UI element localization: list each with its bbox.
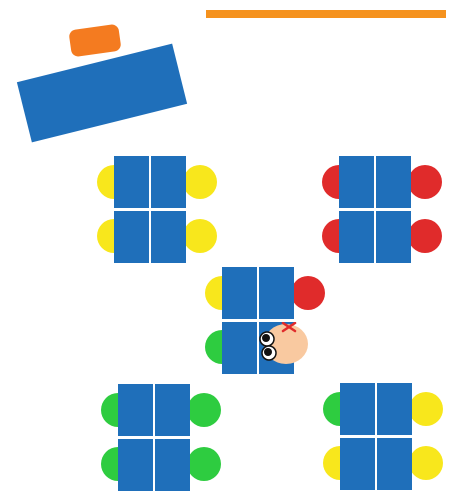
seat-yellow[interactable] bbox=[183, 165, 217, 199]
desk[interactable] bbox=[377, 383, 412, 435]
teacher-desk[interactable] bbox=[17, 44, 187, 143]
desk-group-bottom-left bbox=[101, 383, 221, 493]
seat-yellow[interactable] bbox=[409, 392, 443, 426]
desk[interactable] bbox=[340, 383, 375, 435]
desk[interactable] bbox=[259, 267, 294, 319]
seat-red[interactable] bbox=[408, 219, 442, 253]
desk[interactable] bbox=[376, 156, 411, 208]
desk[interactable] bbox=[114, 156, 149, 208]
desk[interactable] bbox=[151, 156, 186, 208]
desk-group-top-right bbox=[322, 155, 442, 265]
student-head-icon[interactable] bbox=[258, 322, 310, 366]
desk[interactable] bbox=[376, 211, 411, 263]
desk[interactable] bbox=[340, 438, 375, 490]
desk[interactable] bbox=[339, 156, 374, 208]
desk[interactable] bbox=[151, 211, 186, 263]
seat-yellow[interactable] bbox=[409, 446, 443, 480]
seat-green[interactable] bbox=[187, 393, 221, 427]
seat-red[interactable] bbox=[291, 276, 325, 310]
seat-red[interactable] bbox=[408, 165, 442, 199]
teacher-chair[interactable] bbox=[68, 24, 121, 58]
desk[interactable] bbox=[155, 439, 190, 491]
desk[interactable] bbox=[114, 211, 149, 263]
desk[interactable] bbox=[118, 439, 153, 491]
desk[interactable] bbox=[155, 384, 190, 436]
seat-green[interactable] bbox=[187, 447, 221, 481]
desk-group-bottom-right bbox=[323, 382, 443, 492]
desk[interactable] bbox=[222, 322, 257, 374]
desk[interactable] bbox=[118, 384, 153, 436]
desk[interactable] bbox=[222, 267, 257, 319]
student-head-svg bbox=[258, 322, 310, 366]
desk-group-top-left bbox=[97, 155, 217, 265]
seat-yellow[interactable] bbox=[183, 219, 217, 253]
whiteboard bbox=[206, 10, 446, 18]
desk[interactable] bbox=[339, 211, 374, 263]
desk[interactable] bbox=[377, 438, 412, 490]
